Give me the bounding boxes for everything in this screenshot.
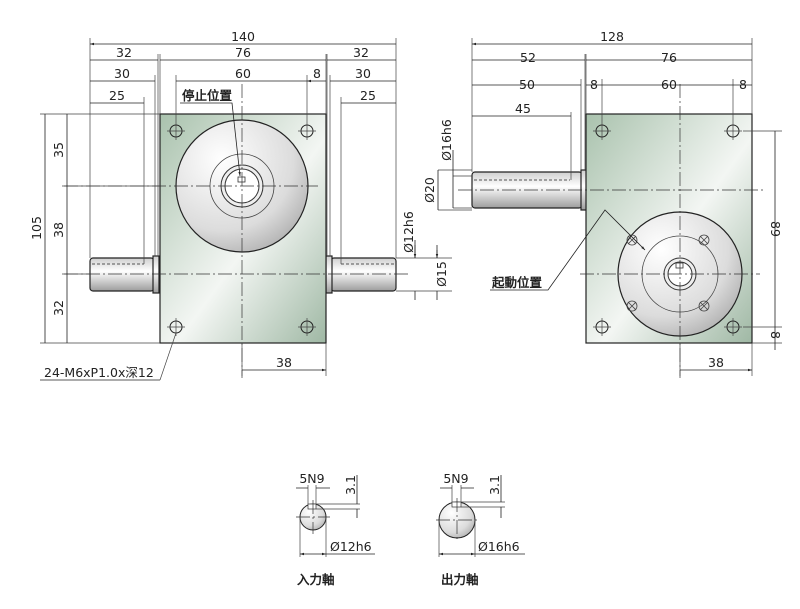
input-shaft-diameter: Ø12h6 bbox=[330, 539, 372, 554]
dim-overall-width: 140 bbox=[231, 29, 255, 44]
keyway bbox=[237, 176, 246, 183]
dim-input-diameter: Ø12h6 bbox=[401, 211, 416, 253]
output-keyway-width: 5N9 bbox=[443, 471, 468, 486]
dim-right-shaft: 32 bbox=[353, 45, 369, 60]
dim-upper: 35 bbox=[51, 142, 66, 158]
dim-height: 105 bbox=[29, 216, 44, 240]
dim-middle: 38 bbox=[51, 222, 66, 238]
dim-side-collar-diameter: Ø20 bbox=[422, 177, 437, 203]
left-shaft-collar bbox=[152, 255, 160, 294]
dim-len-45: 45 bbox=[515, 101, 531, 116]
stop-position-label: 停止位置 bbox=[182, 88, 233, 103]
side-view: 128 52 76 50 8 60 8 45 Ø16h6 Ø20 89 8 38… bbox=[422, 29, 783, 378]
dim-right-25: 25 bbox=[360, 88, 376, 103]
dim-bottom-offset: 38 bbox=[276, 355, 292, 370]
output-shaft-section: 5N9 3.1 Ø16h6 出力軸 bbox=[436, 471, 525, 587]
output-shaft-title: 出力軸 bbox=[441, 572, 479, 587]
dim-hole-pitch: 60 bbox=[235, 66, 251, 81]
dim-collar-diameter: Ø15 bbox=[434, 261, 449, 287]
dim-lower: 32 bbox=[51, 300, 66, 316]
left-input-shaft bbox=[89, 257, 155, 292]
dim-left-30: 30 bbox=[114, 66, 130, 81]
input-shaft-section: 5N9 3.1 Ø12h6 入力軸 bbox=[296, 471, 375, 587]
dim-edge-right-8: 8 bbox=[739, 77, 747, 92]
output-shaft-diameter: Ø16h6 bbox=[478, 539, 520, 554]
output-keyway-depth: 3.1 bbox=[487, 475, 502, 495]
tapped-holes-label: 24-M6xP1.0x深12 bbox=[44, 365, 154, 380]
input-keyway-width: 5N9 bbox=[299, 471, 324, 486]
dim-vertical-89: 89 bbox=[768, 221, 783, 237]
input-keyway-depth: 3.1 bbox=[343, 475, 358, 495]
dim-side-hole-pitch: 60 bbox=[661, 77, 677, 92]
dim-body-width: 76 bbox=[235, 45, 251, 60]
dim-vertical-8: 8 bbox=[768, 331, 783, 339]
dim-side-bottom-offset: 38 bbox=[708, 355, 724, 370]
input-shaft-title: 入力軸 bbox=[297, 572, 335, 587]
dim-side-body-width: 76 bbox=[661, 50, 677, 65]
dim-shaft-length: 52 bbox=[520, 50, 536, 65]
right-shaft-collar bbox=[325, 255, 333, 294]
start-position-label: 起動位置 bbox=[491, 275, 543, 290]
front-view: 140 32 76 32 30 60 8 30 25 25 停止位置 105 3… bbox=[29, 29, 452, 381]
dim-edge-left-8: 8 bbox=[590, 77, 598, 92]
dim-output-diameter: Ø16h6 bbox=[439, 119, 454, 161]
dim-edge-8: 8 bbox=[313, 66, 321, 81]
dim-left-25: 25 bbox=[109, 88, 125, 103]
dim-right-30: 30 bbox=[355, 66, 371, 81]
dim-left-shaft: 32 bbox=[116, 45, 132, 60]
dim-side-overall: 128 bbox=[600, 29, 624, 44]
dim-len-50: 50 bbox=[519, 77, 535, 92]
